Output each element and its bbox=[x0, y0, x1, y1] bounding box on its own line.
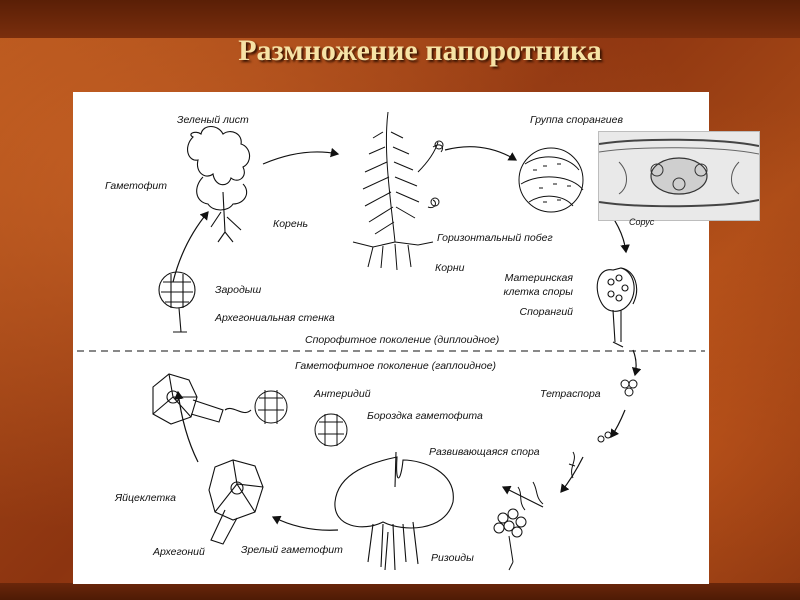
label-rhizoids: Ризоиды bbox=[431, 552, 474, 564]
label-archegonial-wall: Архегониальная стенка bbox=[215, 312, 335, 324]
label-sporangia-group: Группа спорангиев bbox=[530, 114, 623, 126]
arrow-fern-to-sporangia bbox=[444, 146, 518, 161]
arrow-embryo-to-gametophyte bbox=[172, 211, 209, 283]
label-embryo: Зародыш bbox=[215, 284, 262, 296]
label-egg-cell: Яйцеклетка bbox=[115, 492, 176, 504]
slide-title: Размножение папоротника bbox=[238, 34, 602, 67]
slide-top-band bbox=[0, 0, 800, 38]
archegonium-fertilization-drawing bbox=[152, 373, 252, 425]
sorus-photo-inset bbox=[598, 131, 760, 221]
arrow-gametophyte-to-sporophyte bbox=[262, 147, 340, 165]
spore-sequence-drawing bbox=[517, 379, 638, 511]
sporangia-group-drawing bbox=[518, 147, 584, 213]
label-sporangium: Спорангий bbox=[519, 306, 573, 318]
sporangium-drawing bbox=[596, 267, 638, 348]
gametophyte-with-leaf-drawing bbox=[187, 125, 251, 243]
arrow-spore-to-gametophyte bbox=[501, 485, 544, 508]
label-antheridium: Антеридий bbox=[314, 388, 371, 400]
label-horizontal-shoot: Горизонтальный побег bbox=[437, 232, 553, 244]
label-sorus: Сорус bbox=[629, 217, 655, 227]
arrow-tetraspore-to-spore bbox=[610, 409, 626, 438]
label-sporophyte-generation: Спорофитное поколение (диплоидное) bbox=[305, 334, 500, 346]
label-gametophyte-generation: Гаметофитное поколение (гаплоидное) bbox=[295, 360, 497, 372]
fern-life-cycle-diagram: Зеленый лист Гаметофит Корень Группа спо… bbox=[73, 92, 760, 584]
mature-gametophyte-drawing bbox=[334, 451, 454, 571]
archegonium-drawing bbox=[208, 459, 264, 545]
label-roots: Корни bbox=[435, 262, 465, 274]
young-gametophyte-drawing bbox=[493, 508, 527, 571]
label-root: Корень bbox=[273, 218, 309, 230]
embryo-drawing bbox=[158, 271, 196, 333]
label-tetraspore: Тетраспора bbox=[540, 388, 601, 400]
slide-bottom-band bbox=[0, 583, 800, 600]
antheridia-drawing bbox=[254, 390, 348, 447]
label-gametophyte-groove: Бороздка гаметофита bbox=[367, 410, 483, 422]
fern-plant-drawing bbox=[352, 111, 444, 271]
label-mature-gametophyte: Зрелый гаметофит bbox=[241, 544, 343, 556]
label-developing-spore: Развивающаяся спора bbox=[429, 446, 540, 458]
label-spore-mother-cell-line-1: Материнская bbox=[504, 272, 573, 284]
label-green-leaf: Зеленый лист bbox=[177, 114, 249, 126]
arrow-sporangium-to-tetraspore bbox=[631, 349, 642, 377]
label-archegonium: Архегоний bbox=[153, 546, 205, 558]
label-spore-mother-cell-line-2: клетка споры bbox=[503, 286, 574, 298]
arrow-gametophyte-to-archegonium bbox=[271, 515, 339, 531]
label-gametophyte: Гаметофит bbox=[105, 180, 167, 192]
